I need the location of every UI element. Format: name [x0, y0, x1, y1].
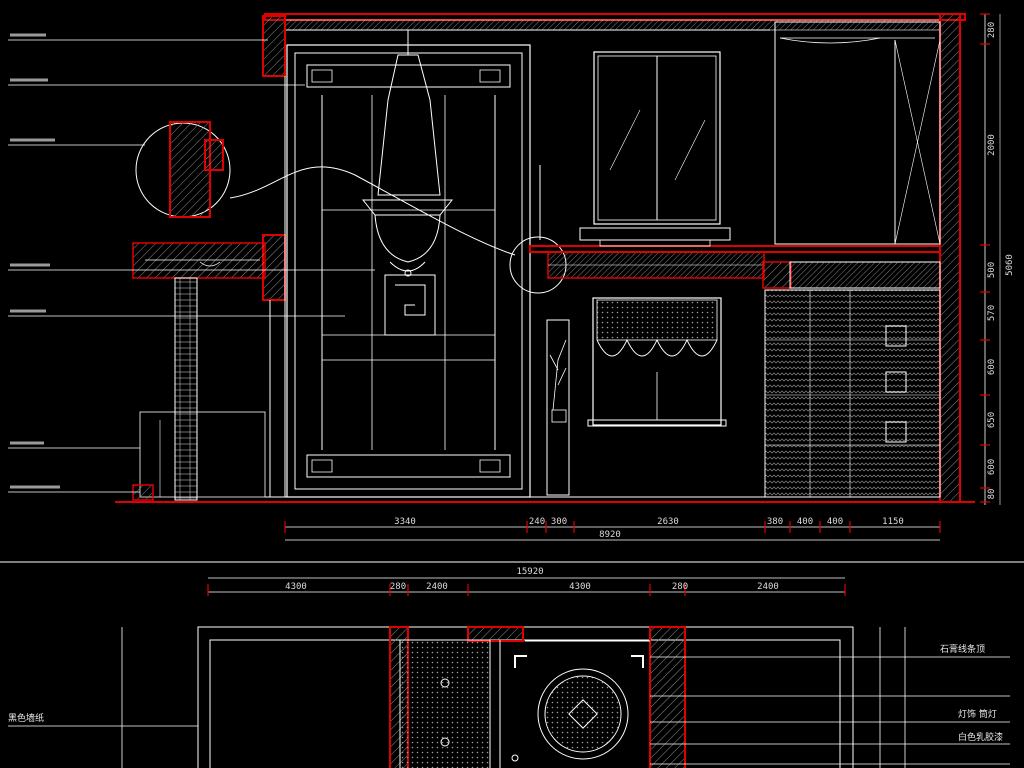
callout-leaders: [8, 39, 375, 493]
callout-text-marks: [10, 33, 60, 489]
bottom-dim-6: 400: [827, 517, 843, 527]
plan-right-column: [649, 626, 686, 768]
plan-label-plaster: 石膏线条顶: [940, 643, 985, 655]
plan-total-dim: 15920: [516, 567, 543, 577]
bottom-dim-2: 300: [551, 517, 567, 527]
plan-label-left: 黑色墙纸: [8, 712, 44, 724]
plan-dim-0: 4300: [285, 582, 307, 592]
wall-niche: [546, 319, 570, 496]
plan-tiled-strip: [399, 639, 491, 768]
elevation-view: 280 2000 500 570 600 650 600 80 5060 3340 240 300 2…: [8, 13, 1015, 541]
plan-dimension-labels: 4300 280 2400 4300 280 2400: [207, 582, 846, 596]
ceiling-beam-red: [529, 245, 941, 253]
bottom-dim-3: 2630: [657, 517, 679, 527]
leader-curve: [229, 166, 516, 256]
right-dim-0: 280: [987, 22, 997, 38]
right-dim-3: 570: [987, 305, 997, 321]
plan-label-latex: 白色乳胶漆: [958, 731, 1003, 743]
bottom-dim-7: 1150: [882, 517, 904, 527]
ceiling-slab: [264, 13, 966, 21]
right-dim-4: 600: [987, 359, 997, 375]
chandelier: [361, 30, 454, 277]
right-total-dim: 5060: [1005, 254, 1015, 276]
bottom-dim-1: 240: [529, 517, 545, 527]
elevation-total-dim: 8920: [599, 530, 621, 540]
ceiling-plan-view: 15920 4300 280 2400 4300 280 2400: [8, 567, 1010, 768]
bottom-dim-4: 380: [767, 517, 783, 527]
lower-window: [587, 297, 727, 427]
upper-window: [579, 51, 731, 247]
plan-center-column: [467, 626, 524, 642]
plan-dim-3: 4300: [569, 582, 591, 592]
right-dim-5: 650: [987, 412, 997, 428]
right-dimension-labels: 280 2000 500 570 600 650 600 80 5060: [980, 13, 1015, 503]
right-wall: [939, 13, 961, 503]
bottom-dim-5: 400: [797, 517, 813, 527]
left-counter: [132, 242, 266, 501]
wardrobe-upper: [774, 21, 941, 245]
right-dim-2: 500: [987, 262, 997, 278]
plan-outer-room: [197, 626, 854, 768]
plan-label-lights: 灯饰 筒灯: [958, 708, 997, 720]
bottom-dimension-labels: 3340 240 300 2630 380 400 400 1150: [284, 517, 941, 533]
cabinet-top: [789, 261, 941, 289]
right-dim-6: 600: [987, 459, 997, 475]
lattice-screen-panel: [286, 44, 531, 498]
right-dim-1: 2000: [987, 134, 997, 156]
tiled-wall: [764, 289, 941, 498]
plan-dim-4: 280: [672, 582, 688, 592]
left-wall-column-lower: [262, 234, 286, 301]
plan-inner-room: [209, 639, 841, 768]
plan-dim-1: 280: [390, 582, 406, 592]
left-wall-column: [262, 15, 286, 77]
plan-dim-2: 2400: [426, 582, 448, 592]
plan-ceiling-medallion: [537, 668, 629, 760]
plan-callout-leaders: [8, 656, 1010, 765]
right-dim-7: 80: [987, 489, 997, 500]
plan-dim-5: 2400: [757, 582, 779, 592]
bottom-dim-0: 3340: [394, 517, 416, 527]
